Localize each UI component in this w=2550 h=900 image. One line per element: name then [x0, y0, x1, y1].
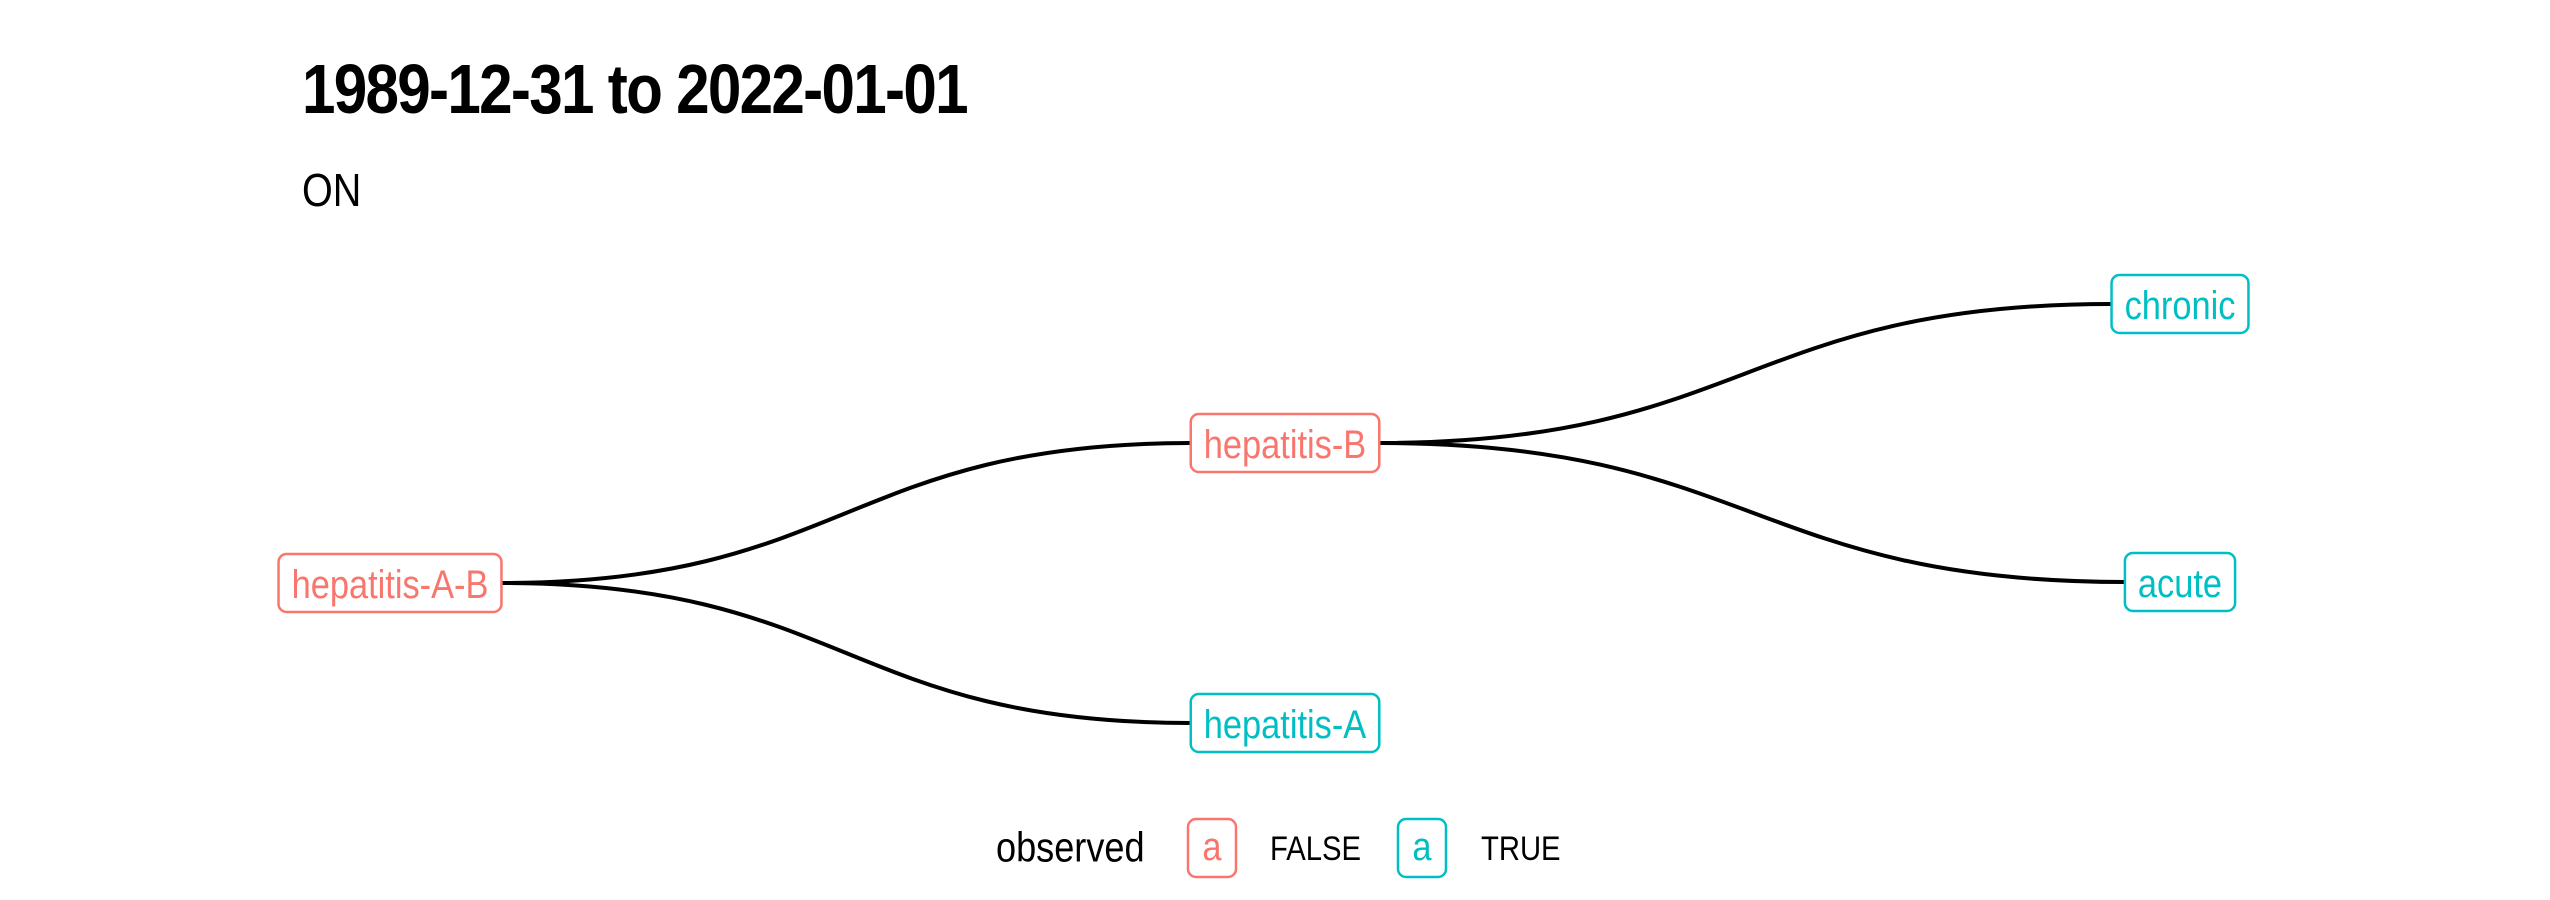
edge-hepatitis-B-to-chronic	[1379, 302, 2112, 445]
legend-item-label: FALSE	[1270, 829, 1361, 868]
legend-item-true: a TRUE	[1396, 817, 1561, 879]
edge-hepatitis-A-B-to-hepatitis-B	[501, 441, 1191, 585]
edge-hepatitis-A-B-to-hepatitis-A	[501, 581, 1191, 725]
node-hepatitis-A-B: hepatitis-A-B	[277, 552, 503, 614]
legend-key-box	[1186, 817, 1238, 879]
node-chronic: chronic	[2110, 273, 2250, 335]
node-box	[1189, 692, 1381, 754]
tree-nodes: hepatitis-A-B hepatitis-B hepatitis-A chron…	[277, 273, 2250, 754]
node-hepatitis-A: hepatitis-A	[1189, 692, 1381, 754]
tree-edges	[501, 302, 2125, 725]
legend: observed a FALSE a TRUE	[996, 817, 1561, 879]
node-box	[277, 552, 503, 614]
node-box	[2123, 551, 2237, 613]
node-label: acute	[2138, 560, 2222, 605]
node-label: hepatitis-A-B	[292, 561, 489, 606]
legend-item-label: TRUE	[1481, 829, 1561, 868]
node-label: chronic	[2125, 282, 2236, 327]
legend-item-false: a FALSE	[1186, 817, 1361, 879]
node-hepatitis-B: hepatitis-B	[1189, 412, 1381, 474]
node-acute: acute	[2123, 551, 2237, 613]
legend-key-glyph: a	[1412, 823, 1431, 868]
node-box	[2110, 273, 2250, 335]
edge-hepatitis-B-to-acute	[1379, 441, 2125, 584]
diagram-subtitle: ON	[302, 164, 362, 216]
diagram-title: 1989-12-31 to 2022-01-01	[302, 50, 969, 128]
legend-key-glyph: a	[1202, 823, 1221, 868]
node-label: hepatitis-B	[1204, 421, 1366, 466]
node-box	[1189, 412, 1381, 474]
legend-key-box	[1396, 817, 1448, 879]
legend-title: observed	[996, 825, 1145, 871]
node-label: hepatitis-A	[1204, 701, 1367, 746]
